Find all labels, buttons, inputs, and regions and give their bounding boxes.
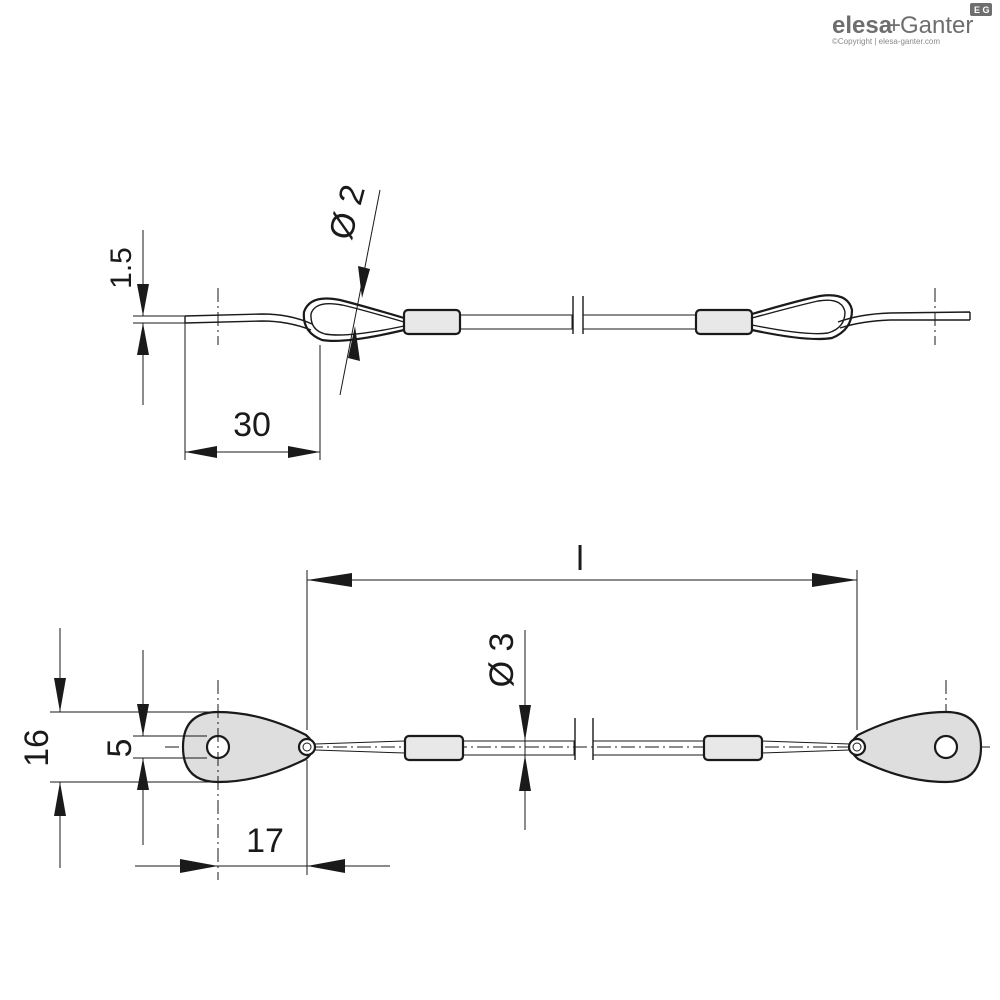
dim-offset-label: 17: [246, 822, 284, 860]
top-right-wire-end: [837, 311, 971, 329]
left-wire: [314, 740, 406, 754]
top-right-sleeve: [694, 308, 754, 336]
dim-hole-arrow-top: [137, 704, 149, 736]
logo-brand-right: Ganter: [900, 12, 973, 39]
dim-loop-arrow-right: [288, 446, 320, 458]
right-eyelet: [849, 710, 983, 784]
logo-brand-left: elesa: [832, 12, 893, 39]
dim-diameter3-arrow-bottom: [519, 755, 531, 791]
top-left-wire-end: [184, 313, 313, 331]
logo-brand-plus: +: [887, 12, 901, 39]
dim-diameter2-arrow-bottom: [348, 326, 360, 361]
dim-loop-arrow-left: [185, 446, 217, 458]
bottom-left-cable: [462, 740, 575, 756]
logo-copyright: ©Copyright | elesa-ganter.com: [832, 37, 940, 46]
brand-logo: elesa + Ganter E G ©Copyright | elesa-ga…: [832, 3, 992, 46]
bottom-right-cable: [592, 740, 705, 756]
top-view: 1.5 Ø 2 30: [105, 181, 971, 460]
right-eyelet-hole: [933, 734, 959, 760]
dim-thickness-arrow-top: [137, 284, 149, 316]
top-left-loop-inner: [310, 302, 405, 336]
right-crimp-ring: [847, 737, 867, 757]
bottom-left-sleeve: [403, 734, 465, 762]
dim-thickness-label: 1.5: [105, 247, 138, 289]
left-crimp-ring-inner: [302, 742, 312, 752]
dim-width-arrow-top: [54, 678, 66, 712]
bottom-right-sleeve: [702, 734, 764, 762]
top-left-sleeve: [402, 308, 462, 336]
dim-length-label: l: [576, 540, 584, 578]
left-eyelet: [181, 710, 315, 784]
dim-width-label: 16: [18, 729, 56, 767]
dim-width-arrow-bottom: [54, 782, 66, 816]
dim-offset-arrow-left: [180, 859, 218, 873]
dim-length-arrow-right: [812, 573, 857, 587]
dim-diameter2-leader: [339, 189, 381, 396]
dim-diameter2-arrow-top: [358, 266, 370, 298]
dim-offset-arrow-right: [307, 859, 345, 873]
dim-length-arrow-left: [307, 573, 352, 587]
top-right-cable: [582, 314, 697, 330]
dim-diameter3-label: Ø 3: [483, 633, 521, 688]
bottom-view: l Ø 3 16 5 17: [18, 540, 990, 880]
right-crimp-ring-inner: [852, 742, 862, 752]
top-left-cable: [459, 314, 573, 330]
top-left-loop: [302, 297, 405, 342]
dim-thickness-arrow-bottom: [137, 323, 149, 355]
dim-hole-label: 5: [101, 739, 139, 758]
dim-hole-arrow-bottom: [137, 758, 149, 790]
dim-loop-label: 30: [233, 406, 271, 444]
top-right-loop-inner: [751, 299, 846, 335]
left-crimp-ring: [297, 737, 317, 757]
top-right-loop: [751, 294, 854, 341]
logo-badge-text: E G: [974, 5, 990, 15]
right-wire: [761, 740, 851, 754]
dim-diameter3-arrow-top: [519, 705, 531, 741]
logo-badge: [970, 3, 992, 16]
dim-diameter2-label: Ø 2: [322, 181, 373, 244]
